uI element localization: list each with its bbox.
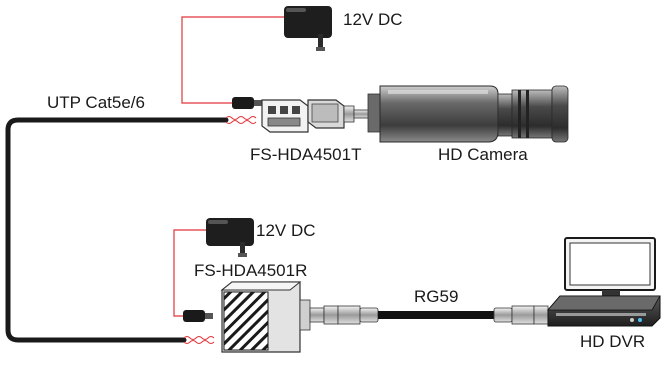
camera-label: HD Camera: [438, 145, 528, 164]
power-wire-bottom: [173, 229, 206, 317]
receiver-device: [183, 281, 325, 353]
power-adapter-bottom: [206, 218, 254, 257]
coax-label: RG59: [414, 287, 459, 306]
hd-camera: [367, 85, 569, 143]
utp-cable: [5, 116, 257, 344]
utp-cable-label: UTP Cat5e/6: [47, 93, 145, 112]
power-label-top: 12V DC: [343, 10, 403, 29]
dvr-label: HD DVR: [580, 332, 646, 351]
hd-dvr: [547, 237, 661, 327]
receiver-label: FS-HDA4501R: [194, 261, 308, 280]
rg59-coax-cable: [323, 305, 549, 325]
power-adapter-top: [284, 6, 332, 51]
transmitter-device: [232, 97, 382, 133]
power-wire-top: [181, 16, 284, 104]
transmitter-label: FS-HDA4501T: [250, 145, 362, 164]
power-label-bottom: 12V DC: [256, 221, 316, 240]
